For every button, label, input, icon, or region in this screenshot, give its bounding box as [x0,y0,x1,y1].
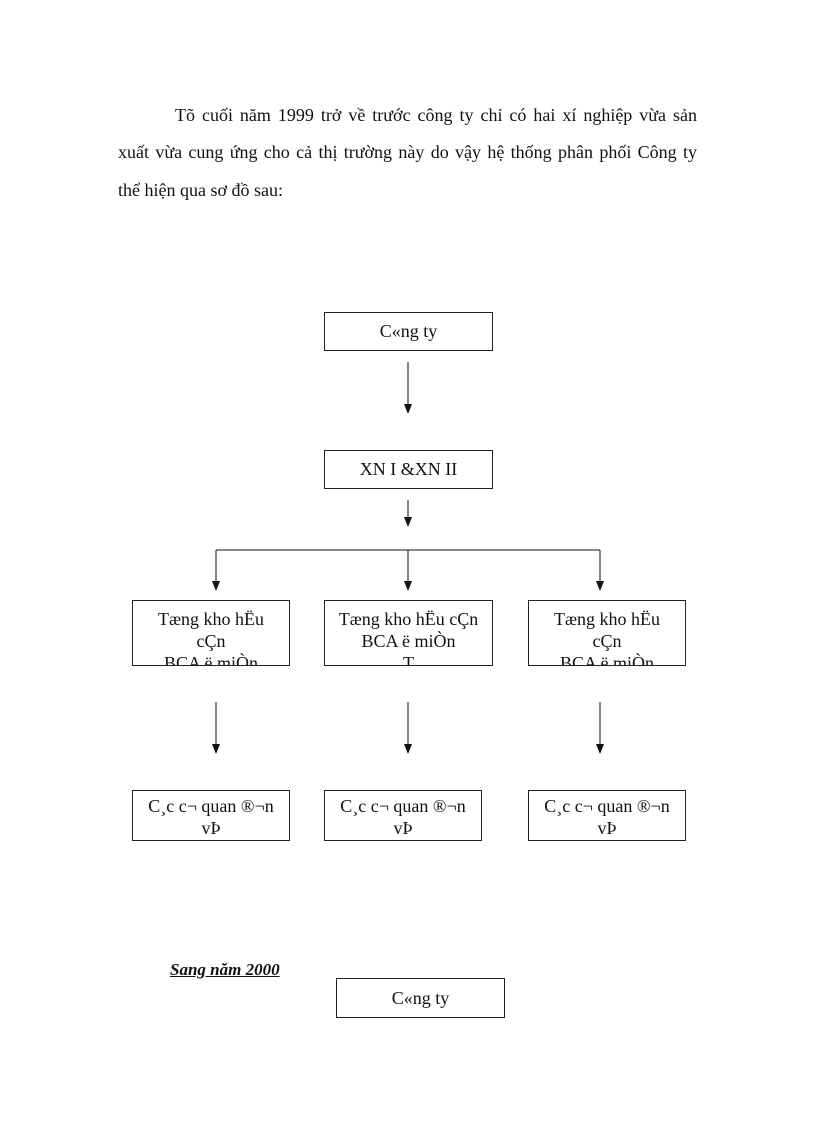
depot-line: BCA ë miÒn [361,631,456,651]
factories-box: XN I &XN II [324,450,493,489]
depot-line: BCA ë miÒn [163,653,258,666]
paragraph-line-1: Tõ cuối năm 1999 trở về trước công ty ch… [175,105,697,125]
company-box-2000: C«ng ty [336,978,505,1018]
paragraph-line-2: xuất vừa cung ứng cho cả thị trường này … [118,142,697,162]
company-label: C«ng ty [391,988,450,1008]
unit-box-middle: C¸c c¬ quan ®¬n vÞ [324,790,482,841]
unit-box-right: C¸c c¬ quan ®¬n vÞ [528,790,686,841]
depot-line: Tæng kho hËu cÇn [338,609,479,629]
unit-line: vÞ [597,818,617,838]
unit-line: C¸c c¬ quan ®¬n [340,796,466,816]
depot-box-right: Tæng kho hËu cÇn BCA ë miÒn [528,600,686,666]
unit-line: C¸c c¬ quan ®¬n [148,796,274,816]
company-label: C«ng ty [379,321,438,341]
paragraph-line-3: thể hiện qua sơ đồ sau: [118,180,283,200]
depot-line: cÇn [196,631,226,651]
factories-label: XN I &XN II [359,459,458,479]
company-box: C«ng ty [324,312,493,351]
depot-line: cÇn [592,631,622,651]
depot-line: Tæng kho hËu [554,609,660,629]
unit-line: C¸c c¬ quan ®¬n [544,796,670,816]
unit-line: vÞ [201,818,221,838]
depot-line: BCA ë miÒn [559,653,654,666]
depot-box-left: Tæng kho hËu cÇn BCA ë miÒn [132,600,290,666]
depot-line: Tæng kho hËu [158,609,264,629]
unit-box-left: C¸c c¬ quan ®¬n vÞ [132,790,290,841]
depot-box-middle: Tæng kho hËu cÇn BCA ë miÒn T [324,600,493,666]
unit-line: vÞ [393,818,413,838]
section-heading: Sang năm 2000 [170,960,280,979]
depot-line: T [403,653,414,666]
